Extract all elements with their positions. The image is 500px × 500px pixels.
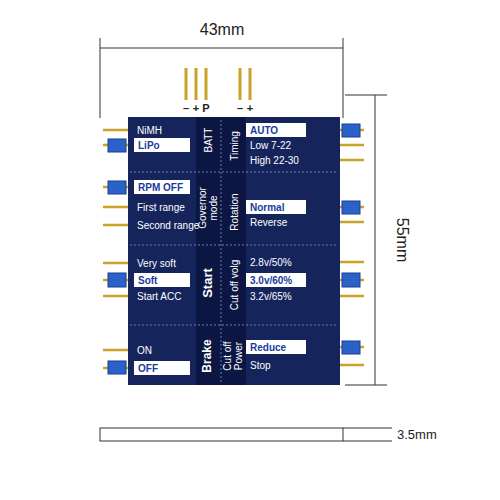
side-pins — [103, 130, 364, 368]
option-label: Start ACC — [137, 291, 181, 302]
selected-option-box: Normal — [246, 200, 306, 214]
option-text: LiPo — [138, 140, 160, 151]
selected-option-box: LiPo — [134, 138, 190, 152]
option-label: Second range — [137, 220, 199, 231]
option-label: High 22-30 — [250, 155, 299, 166]
section-dividers — [130, 120, 338, 382]
pin-label: – — [237, 102, 243, 114]
section-label: Governor mode — [197, 183, 219, 233]
card-board — [128, 117, 340, 385]
option-label: 2.8v/50% — [250, 257, 292, 268]
section-label: BATT — [203, 128, 214, 153]
option-text: Normal — [250, 202, 284, 213]
option-text: RPM OFF — [138, 182, 183, 193]
section-label: Cut off volg — [229, 260, 240, 310]
pin-label: + — [193, 102, 199, 114]
pin-label: + — [247, 102, 253, 114]
option-text: Reduce — [250, 342, 286, 353]
selected-option-box: OFF — [134, 361, 190, 375]
option-label: Very soft — [137, 258, 176, 269]
option-text: OFF — [138, 363, 158, 374]
option-label: 3.2v/65% — [250, 291, 292, 302]
section-label: Rotation — [229, 193, 240, 230]
dimension-lines — [100, 38, 392, 441]
selected-option-box: Reduce — [246, 340, 306, 354]
section-label: Timing — [229, 131, 240, 161]
option-text: 3.0v/60% — [250, 275, 292, 286]
section-label: Brake — [201, 339, 214, 372]
option-label: First range — [137, 202, 185, 213]
jumpers — [108, 124, 360, 374]
selected-option-box: 3.0v/60% — [246, 273, 306, 287]
option-label: Low 7-22 — [250, 140, 291, 151]
option-label: Reverse — [250, 217, 287, 228]
option-label: ON — [137, 345, 152, 356]
option-label: Stop — [250, 360, 271, 371]
option-text: AUTO — [250, 125, 278, 136]
dimension-label: 55mm — [393, 218, 411, 262]
dimension-label: 43mm — [200, 21, 244, 39]
header-pins — [186, 68, 250, 100]
selected-option-box: AUTO — [246, 123, 306, 137]
pin-label: – — [183, 102, 189, 114]
selected-option-box: RPM OFF — [134, 180, 190, 194]
section-label: Start — [201, 268, 215, 298]
card-strip — [196, 117, 246, 385]
pin-label: P — [202, 102, 209, 114]
dimension-label: 3.5mm — [397, 428, 437, 442]
option-text: Soft — [138, 275, 157, 286]
option-label: NiMH — [137, 125, 162, 136]
selected-option-box: Soft — [134, 273, 190, 287]
section-label: Cut off Power — [222, 332, 244, 380]
